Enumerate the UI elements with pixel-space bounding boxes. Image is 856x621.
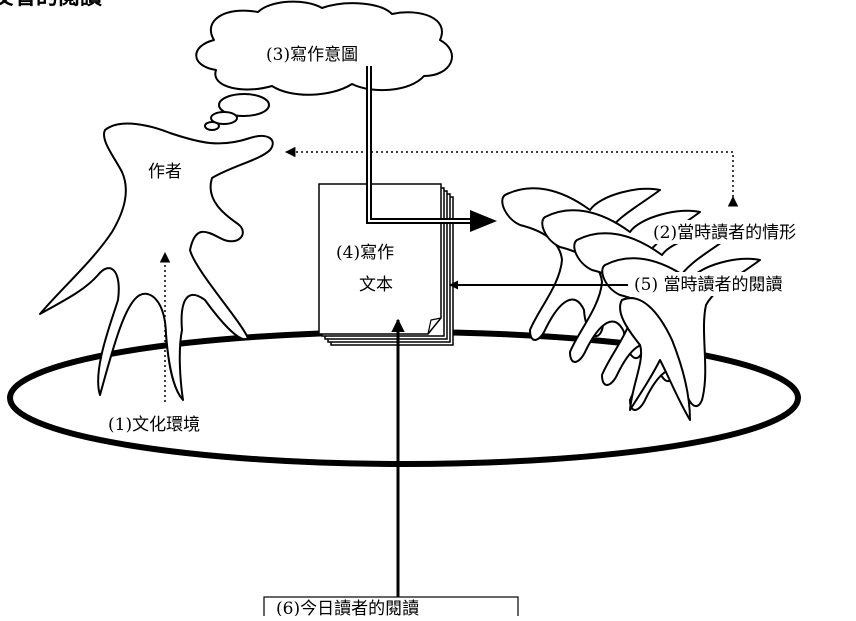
text-label-line2: 文本 bbox=[359, 275, 393, 295]
author-label: 作者 bbox=[148, 162, 182, 182]
text-document-stack bbox=[318, 183, 454, 346]
intention-cloud bbox=[195, 0, 453, 96]
contemporary-reader-figures bbox=[501, 187, 761, 421]
thought-bubble-2 bbox=[210, 111, 238, 125]
today-reading-label: (6)今日讀者的閱讀 bbox=[276, 599, 419, 616]
text-label-line1: (4)寫作 bbox=[336, 243, 394, 263]
intention-label: (3)寫作意圖 bbox=[266, 45, 358, 65]
culture-label: (1)文化環境 bbox=[108, 415, 200, 435]
contemporary-reading-label-bg bbox=[634, 272, 844, 296]
contemporary-readers-label: (2)當時讀者的情形 bbox=[653, 223, 796, 243]
author-readers-dotted-arrow bbox=[284, 146, 739, 207]
header-fragment: 反省的閱讀 bbox=[0, 0, 102, 10]
intention-to-readers-arrow bbox=[366, 66, 497, 232]
author-figure bbox=[39, 122, 274, 401]
thought-bubble-1 bbox=[218, 93, 270, 117]
thought-bubble-3 bbox=[204, 121, 220, 131]
contemporary-readers-label-bg bbox=[652, 220, 852, 244]
contemporary-reading-label: (5) 當時讀者的閱讀 bbox=[634, 275, 782, 295]
